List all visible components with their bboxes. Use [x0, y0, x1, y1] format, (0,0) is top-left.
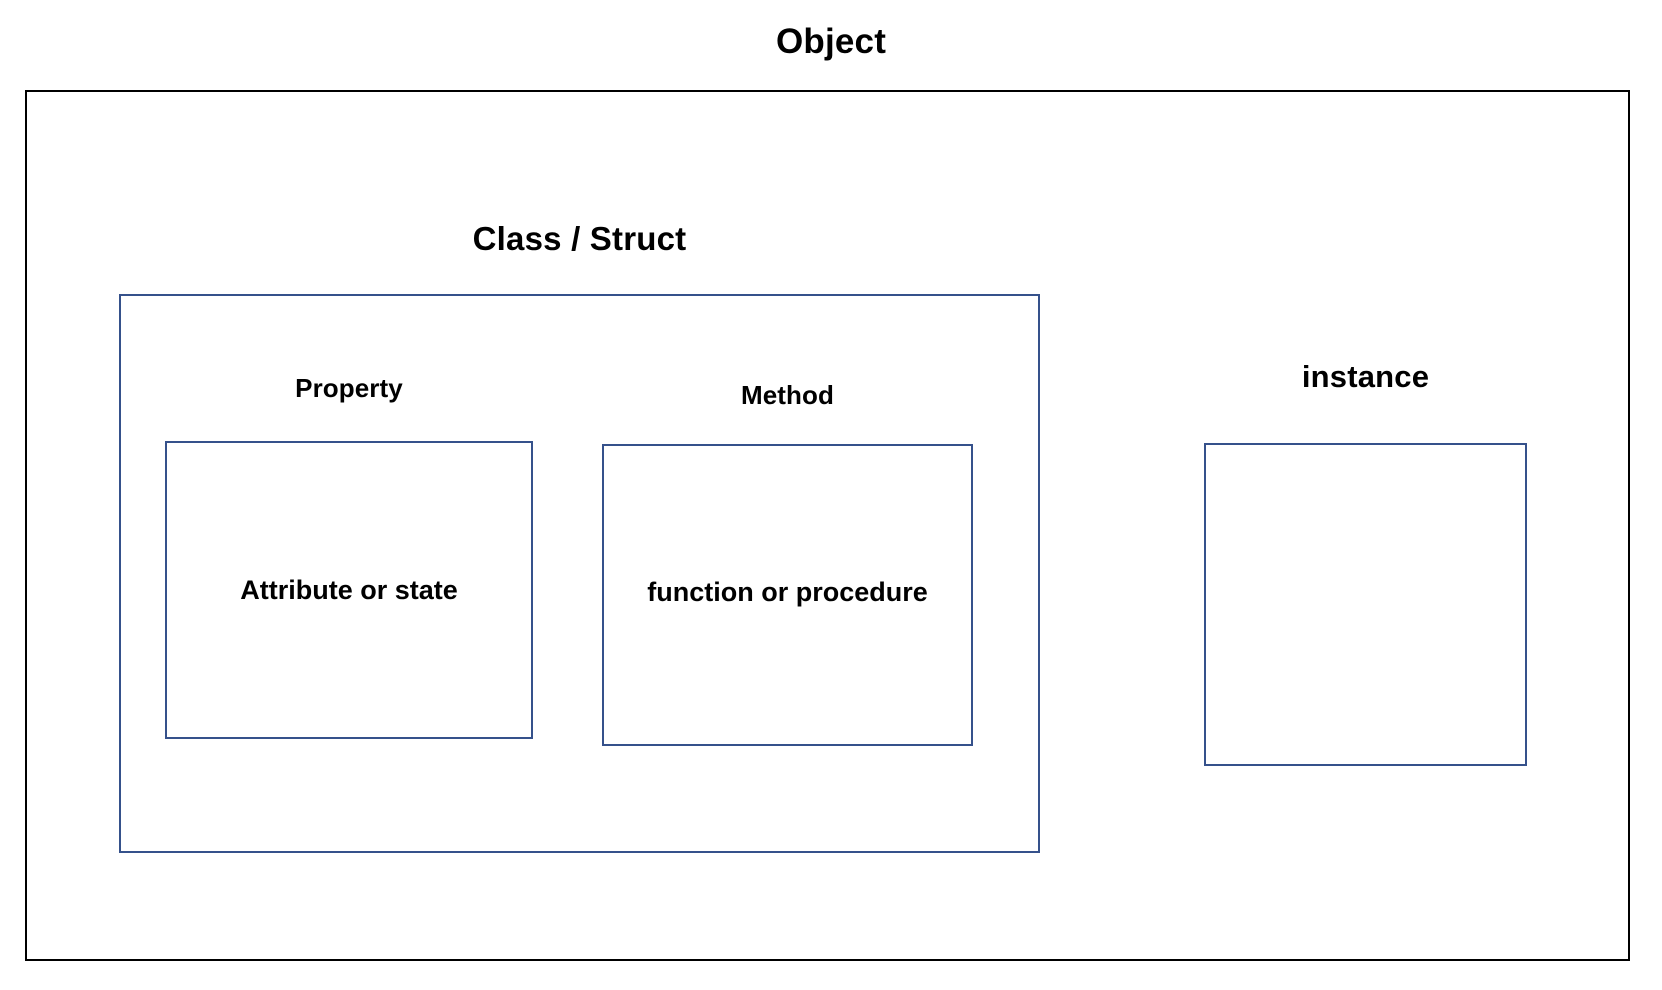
class-struct-box: [119, 294, 1040, 853]
instance-box: [1204, 443, 1527, 766]
method-box: [602, 444, 973, 746]
property-box: [165, 441, 533, 739]
method-title: Method: [740, 380, 835, 410]
property-body-text: Attribute or state: [240, 575, 458, 605]
property-title: Property: [295, 373, 403, 403]
object-container-box: [25, 90, 1630, 961]
class-struct-title: Class / Struct: [472, 220, 687, 257]
instance-title: instance: [1301, 359, 1430, 394]
method-body-text: function or procedure: [647, 577, 928, 607]
object-title: Object: [775, 22, 887, 61]
